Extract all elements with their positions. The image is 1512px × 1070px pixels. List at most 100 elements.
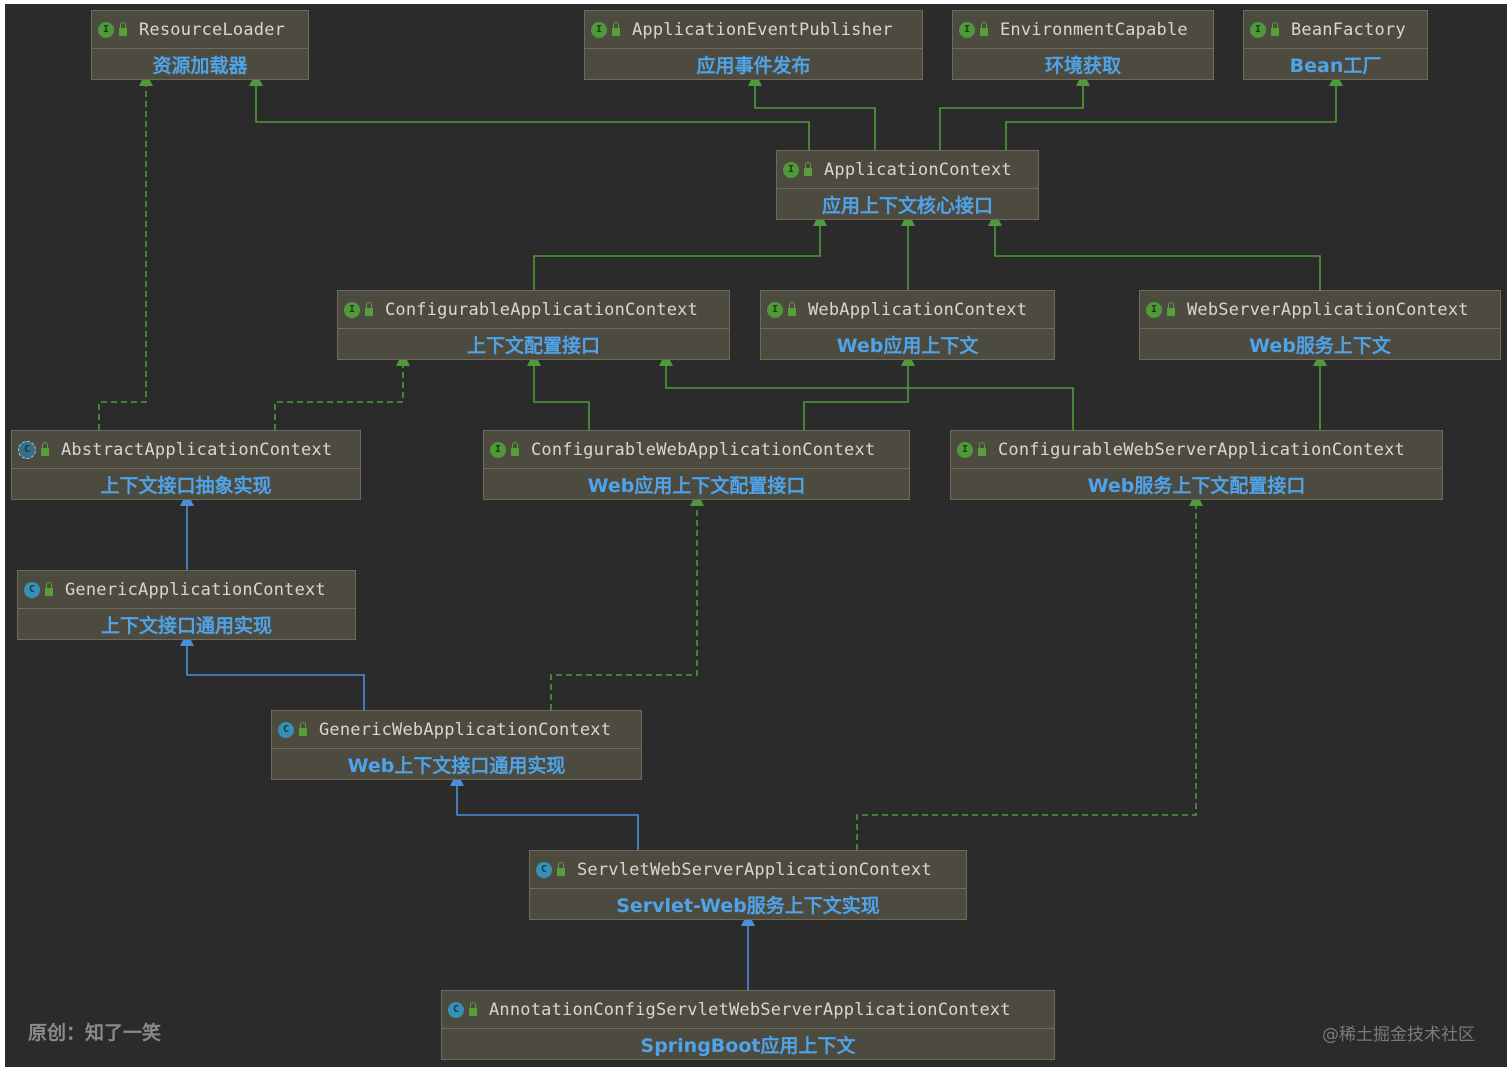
node-divider <box>530 888 966 889</box>
public-lock-icon <box>119 21 127 36</box>
class-icon: C <box>278 721 294 738</box>
edge-applicationContext-to-beanFactory <box>1005 86 1337 150</box>
node-type-name: AnnotationConfigServletWebServerApplicat… <box>489 999 1011 1020</box>
public-lock-icon <box>1167 301 1175 316</box>
node-footer: Bean工厂 <box>1244 49 1427 79</box>
public-lock-icon <box>557 861 565 876</box>
node-footer: 上下文接口通用实现 <box>18 609 355 639</box>
node-footer: Web上下文接口通用实现 <box>272 749 641 779</box>
interface-icon: I <box>1250 21 1266 38</box>
edge-applicationContext-to-resourceLoader <box>255 86 810 150</box>
edge-genericWebAppContext-to-genericAppContext <box>186 646 365 710</box>
node-header: I ResourceLoader <box>92 11 308 48</box>
node-type-name: ResourceLoader <box>139 19 286 40</box>
node-description: SpringBoot应用上下文 <box>640 1034 856 1057</box>
site-watermark: @稀土掘金技术社区 <box>1322 1025 1475 1045</box>
node-abstractAppContext[interactable]: C AbstractApplicationContext 上下文接口抽象实现 <box>11 430 361 500</box>
node-description: Servlet-Web服务上下文实现 <box>616 894 880 917</box>
node-type-name: ConfigurableWebApplicationContext <box>531 439 876 460</box>
node-divider <box>585 48 922 49</box>
node-type-name: GenericWebApplicationContext <box>319 719 612 740</box>
class-icon: C <box>536 861 552 878</box>
node-type-name: GenericApplicationContext <box>65 579 326 600</box>
class-icon: C <box>24 581 40 598</box>
node-footer: Web服务上下文 <box>1140 329 1500 359</box>
node-header: C ServletWebServerApplicationContext <box>530 851 966 888</box>
node-type-name: ConfigurableWebServerApplicationContext <box>998 439 1405 460</box>
public-lock-icon <box>41 441 49 456</box>
node-description: Bean工厂 <box>1289 54 1382 77</box>
node-divider <box>777 188 1038 189</box>
class-icon: C <box>448 1001 464 1018</box>
node-description: Web服务上下文 <box>1249 334 1391 357</box>
public-lock-icon <box>788 301 796 316</box>
abstract-class-icon: C <box>18 440 36 459</box>
edge-applicationContext-to-environmentCapable <box>939 86 1084 150</box>
node-divider <box>951 468 1442 469</box>
node-annotationConfigServletWebServerAppContext[interactable]: C AnnotationConfigServletWebServerApplica… <box>441 990 1055 1060</box>
interface-icon: I <box>98 21 114 38</box>
node-footer: 环境获取 <box>953 49 1213 79</box>
node-footer: Servlet-Web服务上下文实现 <box>530 889 966 919</box>
public-lock-icon <box>980 21 988 36</box>
node-description: 上下文接口抽象实现 <box>100 474 272 497</box>
node-type-name: AbstractApplicationContext <box>61 439 333 460</box>
node-footer: 资源加载器 <box>92 49 308 79</box>
node-divider <box>338 328 729 329</box>
node-genericAppContext[interactable]: C GenericApplicationContext 上下文接口通用实现 <box>17 570 356 640</box>
public-lock-icon <box>978 441 986 456</box>
public-lock-icon <box>365 301 373 316</box>
node-type-name: WebServerApplicationContext <box>1187 299 1469 320</box>
node-footer: 上下文配置接口 <box>338 329 729 359</box>
node-description: 环境获取 <box>1044 54 1121 77</box>
node-description: 应用上下文核心接口 <box>821 194 993 217</box>
node-description: 应用事件发布 <box>696 54 811 77</box>
node-description: Web上下文接口通用实现 <box>347 754 566 777</box>
node-divider <box>1140 328 1500 329</box>
node-type-name: BeanFactory <box>1291 19 1406 40</box>
node-type-name: ApplicationEventPublisher <box>632 19 893 40</box>
edge-configurableWebServerAppContext-to-configurableAppContext <box>665 366 1074 430</box>
node-type-name: ServletWebServerApplicationContext <box>577 859 932 880</box>
public-lock-icon <box>511 441 519 456</box>
node-divider <box>442 1028 1054 1029</box>
node-divider <box>18 608 355 609</box>
node-resourceLoader[interactable]: I ResourceLoader 资源加载器 <box>91 10 309 80</box>
node-description: 上下文配置接口 <box>466 334 600 357</box>
interface-icon: I <box>344 301 360 318</box>
node-header: C AnnotationConfigServletWebServerApplica… <box>442 991 1054 1028</box>
node-description: Web服务上下文配置接口 <box>1087 474 1306 497</box>
node-header: I WebServerApplicationContext <box>1140 291 1500 328</box>
author-credit: 原创：知了一笑 <box>28 1022 162 1044</box>
node-description: 上下文接口通用实现 <box>100 614 272 637</box>
node-type-name: EnvironmentCapable <box>1000 19 1188 40</box>
node-footer: SpringBoot应用上下文 <box>442 1029 1054 1059</box>
edge-configurableWebAppContext-to-configurableAppContext <box>533 366 590 430</box>
node-description: Web应用上下文配置接口 <box>587 474 806 497</box>
public-lock-icon <box>469 1001 477 1016</box>
interface-icon: I <box>1146 301 1162 318</box>
node-footer: 应用上下文核心接口 <box>777 189 1038 219</box>
node-divider <box>272 748 641 749</box>
node-divider <box>953 48 1213 49</box>
edge-webServerAppContext-to-applicationContext <box>994 226 1321 290</box>
edge-abstractAppContext-to-configurableAppContext <box>274 366 404 430</box>
edge-genericWebAppContext-to-configurableWebAppContext <box>550 506 698 710</box>
edge-configurableAppContext-to-applicationContext <box>533 226 821 290</box>
edge-applicationContext-to-appEventPublisher <box>754 86 876 150</box>
